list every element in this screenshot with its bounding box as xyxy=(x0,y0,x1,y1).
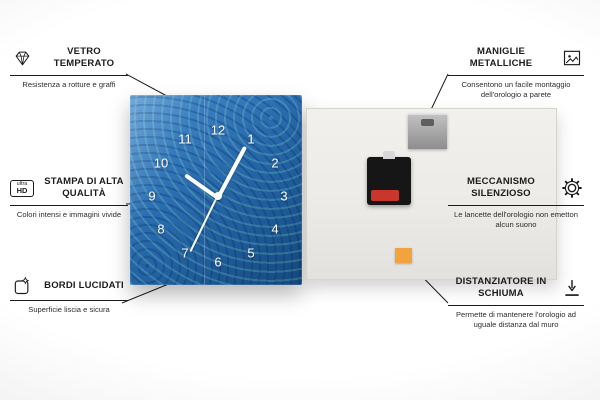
callout-vetro-temperato: VETRO TEMPERATO Resistenza a rotture e g… xyxy=(10,46,128,90)
clock-center-cap xyxy=(214,192,222,200)
callout-maniglie-metalliche: MANIGLIE METALLICHE Consentono un facile… xyxy=(448,46,584,100)
clock-number: 3 xyxy=(280,188,288,204)
callout-subtitle: Le lancette dell'orologio non emetton al… xyxy=(454,209,578,229)
callout-title: VETRO TEMPERATO xyxy=(53,46,115,70)
callout-subtitle: Superficie liscia e sicura xyxy=(28,305,110,314)
callout-meccanismo-silenzioso: MECCANISMO SILENZIOSO Le lancette dell'o… xyxy=(448,176,584,230)
ultra-hd-badge-bottom: HD xyxy=(16,186,28,196)
callout-title: DISTANZIATORE IN SCHIUMA xyxy=(455,276,547,300)
clock-number: 9 xyxy=(148,188,156,204)
clock-number: 6 xyxy=(214,254,222,270)
battery xyxy=(371,190,399,201)
callout-title: STAMPA DI ALTA QUALITÀ xyxy=(44,176,124,200)
second-hand xyxy=(189,195,219,253)
clock-number: 11 xyxy=(178,131,192,147)
gear-icon xyxy=(560,177,584,199)
callout-subtitle: Colori intensi e immagini vivide xyxy=(16,209,122,219)
clock-number: 5 xyxy=(247,245,255,261)
callout-stampa-alta-qualita: ultra HD STAMPA DI ALTA QUALITÀ Colori i… xyxy=(10,176,128,220)
callout-subtitle: Resistenza a rotture e graffi xyxy=(22,79,116,89)
clock-front-view: 1 2 3 4 5 6 7 8 9 10 11 12 xyxy=(130,95,302,285)
callout-title: BORDI LUCIDATI xyxy=(44,279,124,291)
callout-bordi-lucidati: BORDI LUCIDATI Superficie liscia e sicur… xyxy=(10,276,128,315)
callout-subtitle: Permette di mantenere l'orologio ad ugua… xyxy=(455,309,577,329)
callout-divider xyxy=(448,304,584,306)
polished-edge-icon xyxy=(10,276,34,296)
picture-frame-icon xyxy=(560,48,584,68)
callout-title: MANIGLIE METALLICHE xyxy=(469,46,533,70)
ultra-hd-badge-top: ultra xyxy=(16,180,28,187)
callout-divider xyxy=(10,74,128,76)
foam-spacer xyxy=(395,248,412,263)
mechanism-hook xyxy=(383,151,395,159)
minute-hand xyxy=(216,145,247,199)
diamond-icon xyxy=(10,49,34,68)
clock-number: 10 xyxy=(153,155,169,171)
clock-number: 8 xyxy=(157,221,165,237)
callout-divider xyxy=(448,204,584,206)
clock-number: 4 xyxy=(271,221,279,237)
clock-number: 2 xyxy=(271,155,279,171)
callout-distanziatore-schiuma: DISTANZIATORE IN SCHIUMA Permette di man… xyxy=(448,276,584,330)
callout-subtitle: Consentono un facile montaggio dell'orol… xyxy=(461,79,571,99)
metal-hanger-plate xyxy=(408,114,447,149)
callout-divider xyxy=(10,204,128,206)
callout-divider xyxy=(448,74,584,76)
clock-back-view xyxy=(306,108,557,280)
clock-number: 1 xyxy=(247,131,255,147)
wall-spacer-icon xyxy=(560,278,584,298)
ultra-hd-icon: ultra HD xyxy=(10,179,34,197)
hanger-slot xyxy=(421,119,434,126)
callout-divider xyxy=(10,300,128,301)
callout-title: MECCANISMO SILENZIOSO xyxy=(467,176,535,200)
clock-number: 12 xyxy=(210,122,226,138)
clock-number: 7 xyxy=(181,245,189,261)
clock-mechanism xyxy=(367,151,411,205)
